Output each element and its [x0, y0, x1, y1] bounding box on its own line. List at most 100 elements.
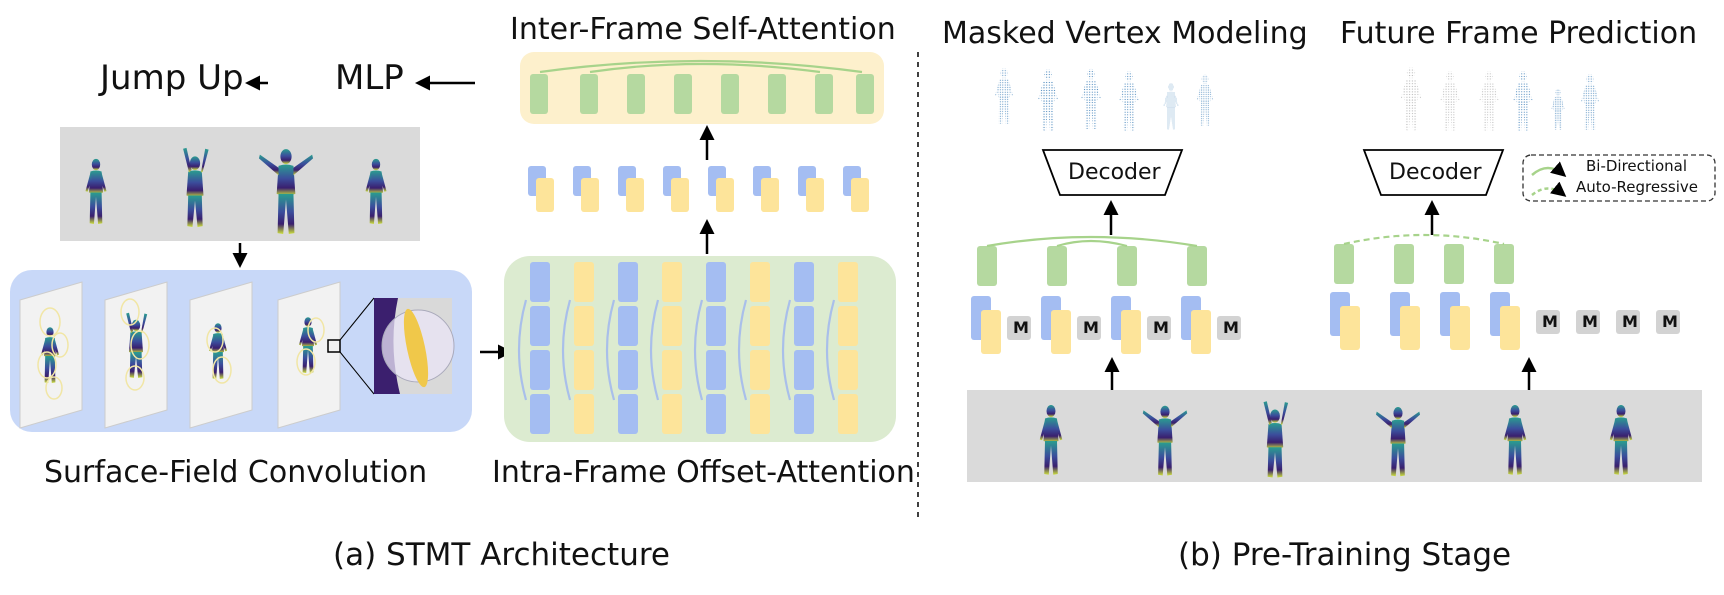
attention-arc [825, 299, 836, 401]
ffp-decoder-label: Decoder [1389, 160, 1482, 185]
point-cloud-icon [1400, 67, 1422, 131]
token [1334, 244, 1354, 284]
pretrain-sequence-strip [967, 390, 1702, 482]
bidirectional-arc-icon [1531, 161, 1567, 177]
attention-arc [605, 299, 616, 401]
token [706, 262, 726, 302]
inter-frame-label: Inter-Frame Self-Attention [510, 12, 896, 47]
token [581, 178, 599, 212]
attention-arc [737, 299, 748, 401]
attention-arc [781, 299, 792, 401]
mask-token [1217, 316, 1241, 340]
point-cloud-icon [1581, 74, 1599, 130]
mask-token [1147, 316, 1171, 340]
caption-a: (a) STMT Architecture [333, 537, 670, 573]
legend-bidirectional: Bi-Directional [1586, 157, 1687, 175]
token [838, 306, 858, 346]
mlp-label: MLP [335, 58, 404, 98]
token [1444, 244, 1464, 284]
mask-token-label: M [1013, 318, 1029, 337]
token [815, 74, 833, 114]
token [1340, 306, 1360, 350]
point-cloud-icon [1479, 71, 1499, 131]
token [618, 350, 638, 390]
token [706, 350, 726, 390]
token [662, 350, 682, 390]
point-cloud-icon [1551, 88, 1565, 130]
point-cloud-icon [1513, 71, 1533, 131]
mask-token-label: M [1582, 312, 1598, 331]
token [574, 350, 594, 390]
token [1191, 310, 1211, 354]
legend-autoregressive: Auto-Regressive [1576, 178, 1698, 196]
token [580, 74, 598, 114]
token [626, 178, 644, 212]
legend-box [1522, 154, 1716, 202]
point-cloud-icon [1196, 74, 1214, 126]
attention-arc [693, 299, 704, 401]
mvm-decoder-label: Decoder [1068, 160, 1161, 185]
mask-token-label: M [1622, 312, 1638, 331]
point-cloud-icon [995, 68, 1013, 124]
token [761, 178, 779, 212]
mvm-input-tokens [971, 296, 1241, 354]
token [1051, 310, 1071, 354]
token [530, 350, 550, 390]
mask-token [1077, 316, 1101, 340]
token [1187, 246, 1207, 286]
token [574, 262, 594, 302]
attention-arc [561, 299, 572, 401]
ffp-decoder [1362, 149, 1505, 196]
mvm-encoder-tokens [977, 235, 1207, 286]
token [1117, 246, 1137, 286]
token [662, 262, 682, 302]
token [530, 306, 550, 346]
output-label: Jump Up [100, 58, 244, 98]
token [1394, 244, 1414, 284]
token [618, 394, 638, 434]
caption-b: (b) Pre-Training Stage [1178, 537, 1512, 573]
attention-arc [589, 62, 821, 74]
token [806, 178, 824, 212]
mask-token-label: M [1662, 312, 1678, 331]
token [1450, 306, 1470, 350]
token [1400, 306, 1420, 350]
mask-token [1656, 310, 1680, 334]
mask-token-label: M [1542, 312, 1558, 331]
token [1500, 306, 1520, 350]
token [794, 306, 814, 346]
frame-tokens [528, 166, 869, 212]
token [721, 74, 739, 114]
token [750, 350, 770, 390]
token [716, 178, 734, 212]
token [838, 394, 858, 434]
token [851, 178, 869, 212]
point-cloud-icon [1038, 69, 1058, 131]
token [1121, 310, 1141, 354]
token [574, 306, 594, 346]
field-ellipses [37, 298, 325, 400]
conv-label: Surface-Field Convolution [44, 455, 428, 490]
token [750, 394, 770, 434]
input-sequence-strip [60, 127, 420, 241]
mask-token [1536, 310, 1560, 334]
token [794, 394, 814, 434]
attention-arc [539, 59, 863, 74]
inter-frame-tokens [530, 59, 874, 114]
mask-token-label: M [1223, 318, 1239, 337]
point-cloud-icon [1440, 71, 1460, 131]
mask-token [1576, 310, 1600, 334]
token [618, 306, 638, 346]
intra-frame-label: Intra-Frame Offset-Attention [492, 455, 915, 490]
mask-token-label: M [1083, 318, 1099, 337]
token [768, 74, 786, 114]
token [627, 74, 645, 114]
attention-arc [986, 235, 1198, 248]
attention-arc [517, 299, 528, 401]
token [574, 394, 594, 434]
token [536, 178, 554, 212]
token [706, 306, 726, 346]
token [981, 310, 1001, 354]
token [662, 306, 682, 346]
